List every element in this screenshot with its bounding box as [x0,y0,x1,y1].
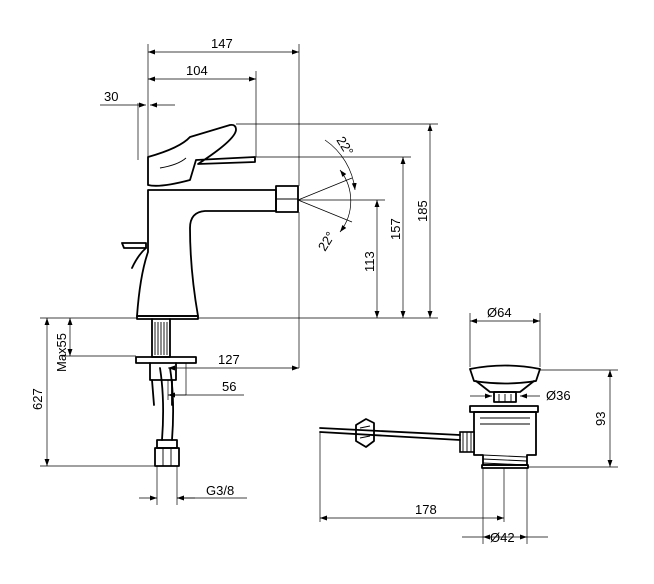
dimension-labels: 147 104 30 22° 22° 185 157 113 Max55 627… [30,36,608,545]
waste-thread [482,454,528,466]
dim-d42: Ø42 [490,530,515,545]
faucet-dimension-lines [44,49,433,501]
dim-30: 30 [104,89,118,104]
dim-g38: G3/8 [206,483,234,498]
lever-handle [147,123,256,187]
dim-d36: Ø36 [546,388,571,403]
dim-22-spray: 22° [315,229,338,254]
faucet-side-view [121,123,299,467]
dim-127: 127 [218,352,240,367]
faucet-extension-lines [40,44,438,505]
hose-connector [156,439,178,449]
dim-22-lever: 22° [333,134,356,159]
waste-dimension-lines [320,318,613,540]
dim-113: 113 [362,251,377,272]
dim-104: 104 [186,63,208,78]
dim-157: 157 [388,218,403,240]
popup-waste-side-view [319,364,541,469]
dim-d64: Ø64 [487,305,512,320]
waste-extension-lines [319,313,618,544]
dim-185: 185 [415,200,430,222]
dim-max55: Max55 [54,333,69,372]
dim-56: 56 [222,379,236,394]
g38-nut [154,447,180,467]
dim-627: 627 [30,388,45,410]
dim-93: 93 [593,412,608,426]
faucet-body [136,189,277,317]
rod-clip [355,418,375,448]
dim-147: 147 [211,36,233,51]
waste-cap [469,364,541,385]
popup-rod-knob [121,242,147,249]
dim-178: 178 [415,502,437,517]
flex-hose [159,367,175,441]
